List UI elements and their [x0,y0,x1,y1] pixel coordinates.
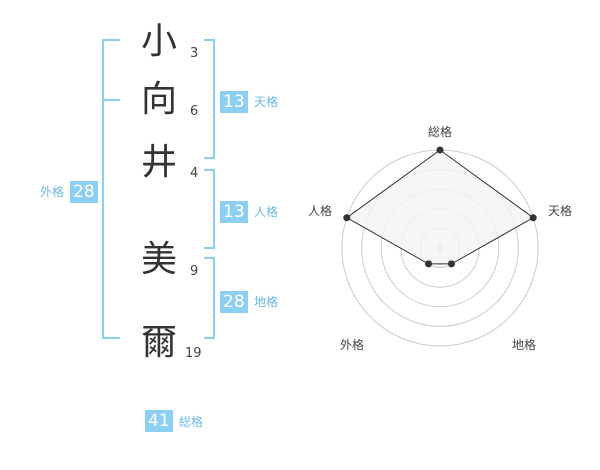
chikaku-value: 28 [220,291,248,313]
stroke-count-3: 4 [190,166,199,181]
chikaku-label: 地格 [254,295,279,309]
radar-point-soukaku [436,146,444,154]
radar-point-tenkaku [529,214,537,222]
stroke-count-4: 9 [190,264,199,279]
chikaku-bracket [204,257,215,339]
radar-label-chikaku: 地格 [512,338,537,352]
gaikaku-bracket [102,39,120,339]
tenkaku-bracket [204,39,215,159]
radar-point-chikaku [448,260,456,268]
jinkaku-bracket [204,169,215,249]
radar-label-tenkaku: 天格 [548,204,573,218]
soukaku-value: 41 [145,410,173,432]
name-char-4: 美 [141,239,178,280]
radar-polygon [345,149,535,265]
name-char-3: 井 [141,142,178,183]
name-char-5: 爾 [141,322,178,363]
stroke-count-5: 19 [185,346,202,361]
radar-point-jinkaku [343,214,351,222]
tenkaku-label: 天格 [254,95,279,109]
name-char-2: 向 [141,79,178,120]
stroke-count-2: 6 [190,104,199,119]
radar-point-gaikaku [424,260,432,268]
radar-label-gaikaku: 外格 [340,338,365,352]
name-char-1: 小 [141,21,178,62]
jinkaku-value: 13 [220,201,248,223]
radar-label-jinkaku: 人格 [308,204,333,218]
soukaku-label: 総格 [179,415,204,429]
jinkaku-label: 人格 [254,205,279,219]
radar-label-soukaku: 総格 [428,125,453,139]
gaikaku-value: 28 [70,181,98,203]
stroke-count-1: 3 [190,46,199,61]
tenkaku-value: 13 [220,91,248,113]
gaikaku-label: 外格 [40,185,65,199]
